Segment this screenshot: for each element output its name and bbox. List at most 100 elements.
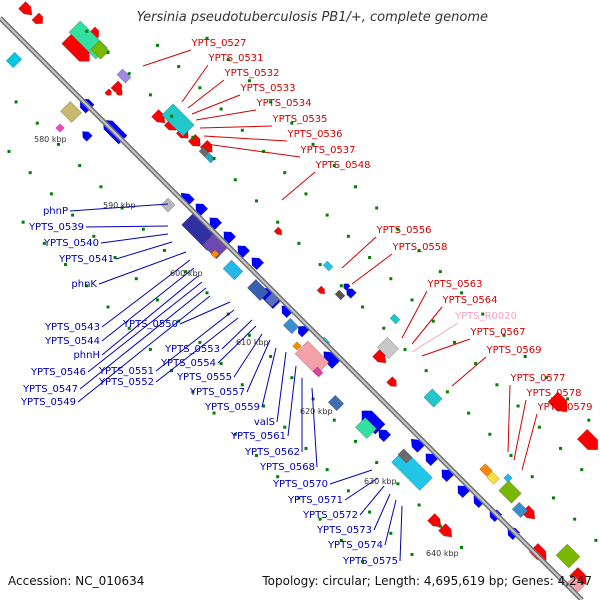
forward-gene[interactable]	[18, 1, 36, 19]
gene-label[interactable]: YPTS_0540	[43, 238, 99, 249]
gene-label[interactable]: YPTS_0548	[314, 160, 370, 171]
gene-label[interactable]: YPTS_R0020	[454, 311, 517, 322]
misc-feature[interactable]	[282, 317, 300, 335]
gene-label[interactable]: YPTS_0549	[20, 397, 76, 408]
gene-label[interactable]: YPTS_0562	[244, 447, 300, 458]
forward-gene[interactable]	[273, 226, 284, 237]
forward-gene[interactable]	[316, 285, 327, 296]
misc-feature[interactable]	[55, 123, 65, 133]
gene-label[interactable]: YPTS_0555	[176, 372, 232, 383]
reverse-gene[interactable]	[248, 254, 265, 271]
reverse-gene[interactable]	[192, 200, 209, 217]
gene-label[interactable]: YPTS_0551	[98, 366, 154, 377]
gene-label[interactable]: YPTS_0561	[230, 431, 286, 442]
gene-label[interactable]: YPTS_0536	[286, 129, 342, 140]
misc-feature[interactable]	[198, 146, 210, 158]
forward-gene[interactable]	[427, 513, 445, 531]
reverse-gene[interactable]	[220, 228, 237, 245]
gene-label[interactable]: YPTS_0541	[58, 254, 114, 265]
misc-feature[interactable]	[312, 366, 324, 378]
misc-feature[interactable]	[503, 473, 513, 483]
misc-feature[interactable]	[204, 152, 216, 164]
gene-label[interactable]: YPTS_0535	[271, 114, 327, 125]
misc-feature[interactable]	[116, 68, 132, 84]
gene-label[interactable]: YPTS_0573	[316, 525, 372, 536]
gene-label[interactable]: YPTS_0532	[223, 68, 279, 79]
gene-label[interactable]: YPTS_0544	[44, 336, 100, 347]
gene-label[interactable]: YPTS_0546	[30, 367, 86, 378]
gene-label[interactable]: YPTS_0575	[342, 556, 398, 567]
gene-label[interactable]: YPTS_0543	[44, 322, 100, 333]
gene-label[interactable]: YPTS_0533	[239, 83, 295, 94]
gene-label[interactable]: YPTS_0572	[302, 510, 358, 521]
misc-feature[interactable]	[210, 249, 220, 259]
misc-feature[interactable]	[161, 103, 195, 137]
misc-feature[interactable]	[292, 341, 302, 351]
misc-feature[interactable]	[391, 449, 433, 491]
gene-label[interactable]: YPTS_0537	[299, 145, 355, 156]
forward-gene[interactable]	[372, 349, 390, 367]
misc-feature[interactable]	[479, 463, 493, 477]
reverse-gene[interactable]	[80, 129, 93, 142]
forward-gene[interactable]	[31, 12, 46, 27]
gene-label[interactable]: YPTS_0550	[122, 319, 178, 330]
misc-feature[interactable]	[90, 40, 110, 60]
misc-feature[interactable]	[160, 197, 176, 213]
gene-label[interactable]: YPTS_0557	[189, 387, 245, 398]
gene-label[interactable]: YPTS_0563	[426, 279, 482, 290]
misc-feature[interactable]	[354, 416, 378, 440]
gene-label[interactable]: phnH	[73, 350, 100, 361]
misc-feature[interactable]	[397, 448, 413, 464]
forward-gene[interactable]	[115, 88, 124, 97]
forward-gene[interactable]	[547, 391, 572, 416]
gene-label[interactable]: YPTS_0556	[375, 225, 431, 236]
gene-label[interactable]: YPTS_0527	[190, 38, 246, 49]
misc-feature[interactable]	[322, 260, 334, 272]
gene-label[interactable]: YPTS_0574	[327, 540, 383, 551]
gene-label[interactable]: YPTS_0564	[441, 295, 497, 306]
gene-label[interactable]: YPTS_0559	[204, 402, 260, 413]
gene-label[interactable]: YPTS_0571	[287, 495, 343, 506]
forward-gene[interactable]	[438, 523, 456, 541]
forward-gene[interactable]	[187, 133, 204, 150]
misc-feature[interactable]	[334, 289, 346, 301]
misc-feature[interactable]	[486, 471, 500, 485]
reverse-gene[interactable]	[375, 426, 392, 443]
reverse-gene[interactable]	[357, 406, 386, 435]
misc-feature[interactable]	[327, 394, 345, 412]
gene-label[interactable]: YPTS_0552	[98, 377, 154, 388]
gene-label[interactable]: YPTS_0531	[207, 53, 263, 64]
misc-feature[interactable]	[246, 278, 270, 302]
reverse-gene[interactable]	[206, 214, 223, 231]
gene-label[interactable]: YPTS_0579	[536, 402, 592, 413]
misc-feature[interactable]	[222, 259, 244, 281]
misc-feature[interactable]	[511, 501, 529, 519]
gene-label[interactable]: YPTS_0569	[485, 345, 541, 356]
misc-feature[interactable]	[498, 480, 522, 504]
gene-label[interactable]: YPTS_0577	[509, 373, 565, 384]
reverse-gene[interactable]	[342, 282, 351, 291]
reverse-gene[interactable]	[234, 242, 251, 259]
gene-label[interactable]: phnK	[71, 279, 97, 290]
forward-gene[interactable]	[386, 376, 400, 390]
gene-label[interactable]: YPTS_0568	[259, 462, 315, 473]
gene-label[interactable]: YPTS_0578	[525, 388, 581, 399]
forward-gene[interactable]	[104, 88, 113, 97]
misc-feature[interactable]	[294, 340, 330, 376]
misc-feature[interactable]	[5, 51, 23, 69]
misc-feature[interactable]	[423, 388, 443, 408]
gene-label[interactable]: YPTS_0539	[28, 222, 84, 233]
misc-feature[interactable]	[555, 543, 581, 569]
forward-gene[interactable]	[576, 428, 600, 454]
misc-feature[interactable]	[376, 336, 400, 360]
gene-label[interactable]: YPTS_0567	[469, 327, 525, 338]
gene-label[interactable]: YPTS_0554	[160, 358, 216, 369]
gene-label[interactable]: YPTS_0558	[391, 242, 447, 253]
misc-feature[interactable]	[59, 100, 83, 124]
gene-label[interactable]: YPTS_0534	[255, 98, 311, 109]
gene-label[interactable]: YPTS_0570	[272, 479, 328, 490]
reverse-gene[interactable]	[344, 286, 357, 299]
misc-feature[interactable]	[389, 313, 401, 325]
gene-label[interactable]: valS	[254, 417, 275, 428]
